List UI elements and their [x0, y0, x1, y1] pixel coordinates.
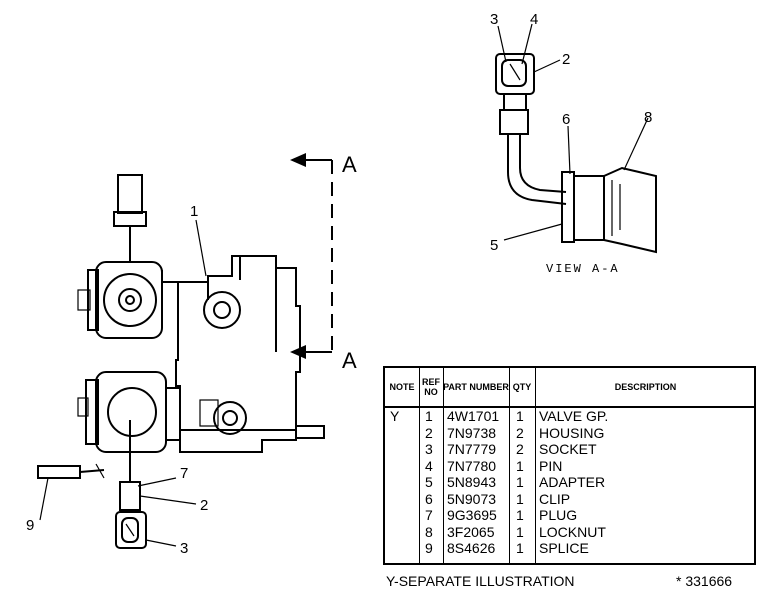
parts-table: NOTE REF NO PART NUMBER QTY DESCRIPTION … [383, 366, 756, 565]
row-part-number: 7N7779 [447, 441, 497, 457]
row-part-number: 7N9738 [447, 424, 497, 441]
row-qty: 1 [516, 457, 524, 474]
table-row: 2 7N9738 2 HOUSING [385, 425, 754, 442]
view-a-a: VIEW A-A [495, 53, 657, 276]
header-note: NOTE [389, 382, 415, 392]
row-qty: 1 [516, 507, 524, 523]
col-divider [443, 368, 444, 563]
col-divider [419, 368, 420, 563]
section-mark-top: A [342, 152, 357, 177]
callout-3-view: 3 [490, 11, 498, 28]
row-part-number: 5N8943 [447, 474, 497, 490]
section-arrows: A A [290, 152, 357, 373]
section-mark-bottom: A [342, 348, 357, 373]
table-row: 9 8S4626 1 SPLICE [385, 540, 754, 557]
row-description: LOCKNUT [539, 523, 606, 540]
row-description: PIN [539, 457, 563, 474]
header-qty: QTY [512, 382, 532, 392]
row-qty: 2 [516, 424, 524, 441]
callout-2-view: 2 [562, 51, 570, 68]
callout-4: 4 [530, 11, 538, 28]
callouts: 1 2 3 7 9 3 4 2 6 8 5 [26, 11, 652, 557]
col-divider [509, 368, 510, 563]
row-ref-no: 2 [425, 424, 433, 441]
row-part-number: 4W1701 [447, 408, 500, 424]
row-qty: 1 [516, 474, 524, 490]
table-row: 7 9G3695 1 PLUG [385, 507, 754, 524]
row-qty: 1 [516, 540, 524, 556]
footer-note: Y-SEPARATE ILLUSTRATION [386, 573, 575, 589]
row-qty: 1 [516, 408, 524, 424]
row-part-number: 9G3695 [447, 507, 497, 523]
callout-5: 5 [490, 237, 498, 254]
row-ref-no: 5 [425, 474, 433, 490]
callout-1: 1 [190, 203, 198, 220]
row-qty: 1 [516, 523, 524, 540]
row-ref-no: 3 [425, 441, 433, 457]
table-row: 6 5N9073 1 CLIP [385, 491, 754, 508]
row-part-number: 8S4626 [447, 540, 496, 556]
header-description: DESCRIPTION [614, 382, 677, 392]
row-ref-no: 9 [425, 540, 433, 556]
row-part-number: 5N9073 [447, 490, 497, 507]
row-ref-no: 4 [425, 457, 433, 474]
table-row: 8 3F2065 1 LOCKNUT [385, 524, 754, 541]
callout-9: 9 [26, 517, 34, 534]
table-row: 3 7N7779 2 SOCKET [385, 441, 754, 458]
row-description: HOUSING [539, 424, 605, 441]
table-row: 4 7N7780 1 PIN [385, 458, 754, 475]
table-header: NOTE REF NO PART NUMBER QTY DESCRIPTION [385, 368, 754, 408]
header-part-number: PART NUMBER [443, 382, 509, 392]
callout-7: 7 [180, 465, 188, 482]
table-row: 5 5N8943 1 ADAPTER [385, 474, 754, 491]
row-qty: 2 [516, 441, 524, 457]
valve-group [37, 174, 325, 549]
row-description: PLUG [539, 507, 578, 523]
header-ref-no: REF NO [422, 377, 440, 397]
callout-6: 6 [562, 111, 570, 128]
row-description: SOCKET [539, 441, 597, 457]
row-description: VALVE GP. [539, 408, 609, 424]
row-part-number: 3F2065 [447, 523, 495, 540]
row-note: Y [390, 408, 400, 424]
row-description: ADAPTER [539, 474, 606, 490]
callout-2-lower: 2 [200, 497, 208, 514]
row-ref-no: 6 [425, 490, 433, 507]
row-ref-no: 1 [425, 408, 433, 424]
view-label: VIEW A-A [546, 262, 620, 276]
table-row: Y 1 4W1701 1 VALVE GP. [385, 408, 754, 425]
row-ref-no: 8 [425, 523, 433, 540]
leader-lines [39, 23, 649, 547]
callout-8: 8 [644, 109, 652, 126]
row-description: CLIP [539, 490, 571, 507]
callout-3-lower: 3 [180, 540, 188, 557]
col-divider [535, 368, 536, 563]
illustration-id: * 331666 [676, 573, 733, 589]
row-qty: 1 [516, 490, 524, 507]
row-ref-no: 7 [425, 507, 433, 523]
row-description: SPLICE [539, 540, 589, 556]
row-part-number: 7N7780 [447, 457, 497, 474]
